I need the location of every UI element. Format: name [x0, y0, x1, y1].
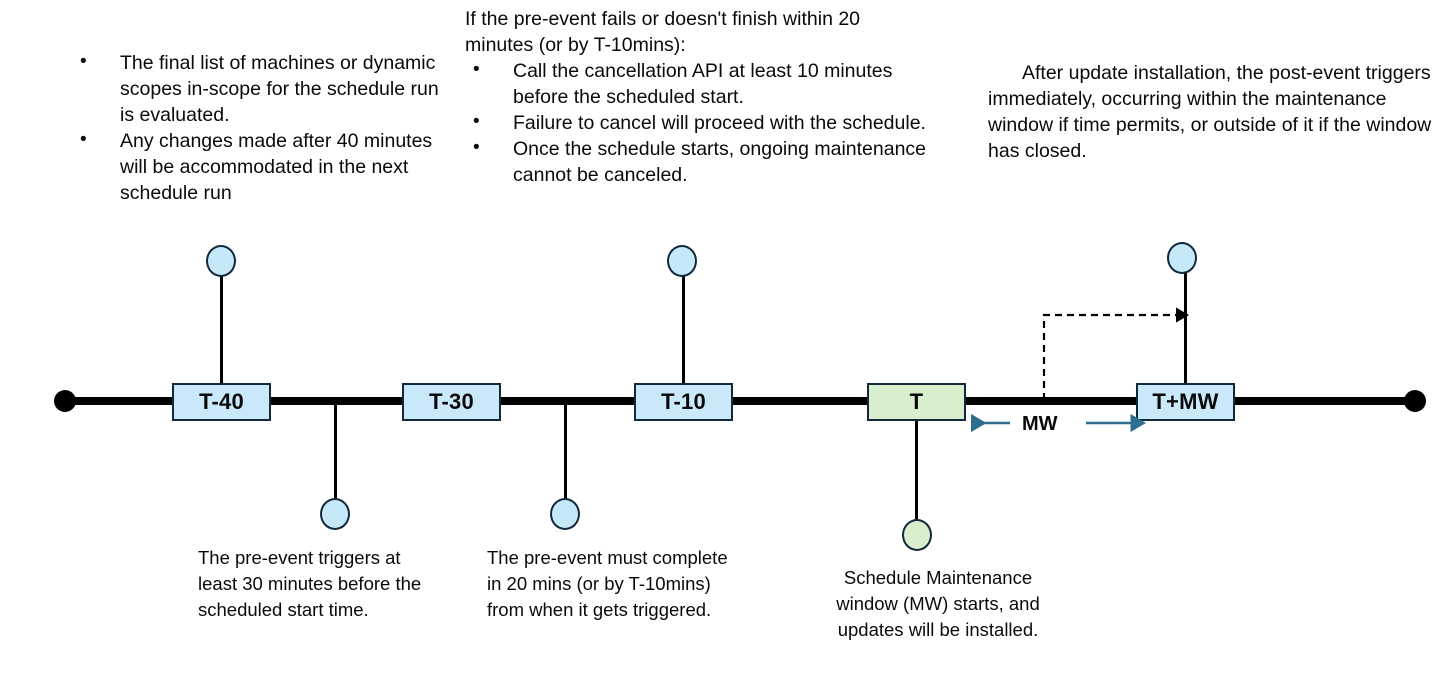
timeline-end-dot [1404, 390, 1426, 412]
bubble-t10-down [550, 498, 580, 530]
note-middle: If the pre-event fails or doesn't finish… [465, 6, 927, 188]
note-right: After update installation, the post-even… [988, 60, 1435, 164]
node-box-t40[interactable]: T-40 [172, 383, 271, 421]
node-box-tmw[interactable]: T+MW [1136, 383, 1235, 421]
bubble-t40 [206, 245, 236, 277]
note-middle-bullets: Call the cancellation API at least 10 mi… [465, 57, 927, 188]
note-middle-bullet-3: Once the schedule starts, ongoing mainte… [465, 135, 927, 188]
note-middle-bullet-1: Call the cancellation API at least 10 mi… [465, 57, 927, 110]
stem-t10-down [564, 400, 567, 510]
timeline-axis [62, 397, 1416, 405]
stem-t-down [915, 400, 918, 522]
bubble-tmw [1167, 242, 1197, 274]
note-left-bullets: The final list of machines or dynamic sc… [72, 49, 444, 206]
caption-pre-event-complete: The pre-event must complete in 20 mins (… [487, 547, 728, 620]
node-box-t30[interactable]: T-30 [402, 383, 501, 421]
note-left-bullet-1: The final list of machines or dynamic sc… [72, 49, 444, 128]
stem-tmw-up [1184, 271, 1187, 383]
caption-maintenance-window: Schedule Maintenance window (MW) starts,… [836, 567, 1040, 640]
bubble-t10-up [667, 245, 697, 277]
bubble-t30 [320, 498, 350, 530]
stem-t30-down [334, 400, 337, 510]
note-left: The final list of machines or dynamic sc… [72, 49, 444, 206]
note-middle-lead: If the pre-event fails or doesn't finish… [465, 8, 861, 56]
note-right-text: After update installation, the post-even… [988, 62, 1432, 162]
note-middle-bullet-2: Failure to cancel will proceed with the … [465, 109, 927, 136]
mw-label: MW [1022, 413, 1058, 435]
node-box-t10[interactable]: T-10 [634, 383, 733, 421]
node-box-t[interactable]: T [867, 383, 966, 421]
stem-t10-up [682, 274, 685, 386]
stem-t40-up [220, 274, 223, 386]
bubble-t [902, 519, 932, 551]
note-left-bullet-2: Any changes made after 40 minutes will b… [72, 127, 444, 206]
caption-pre-event-trigger: The pre-event triggers at least 30 minut… [198, 547, 422, 620]
